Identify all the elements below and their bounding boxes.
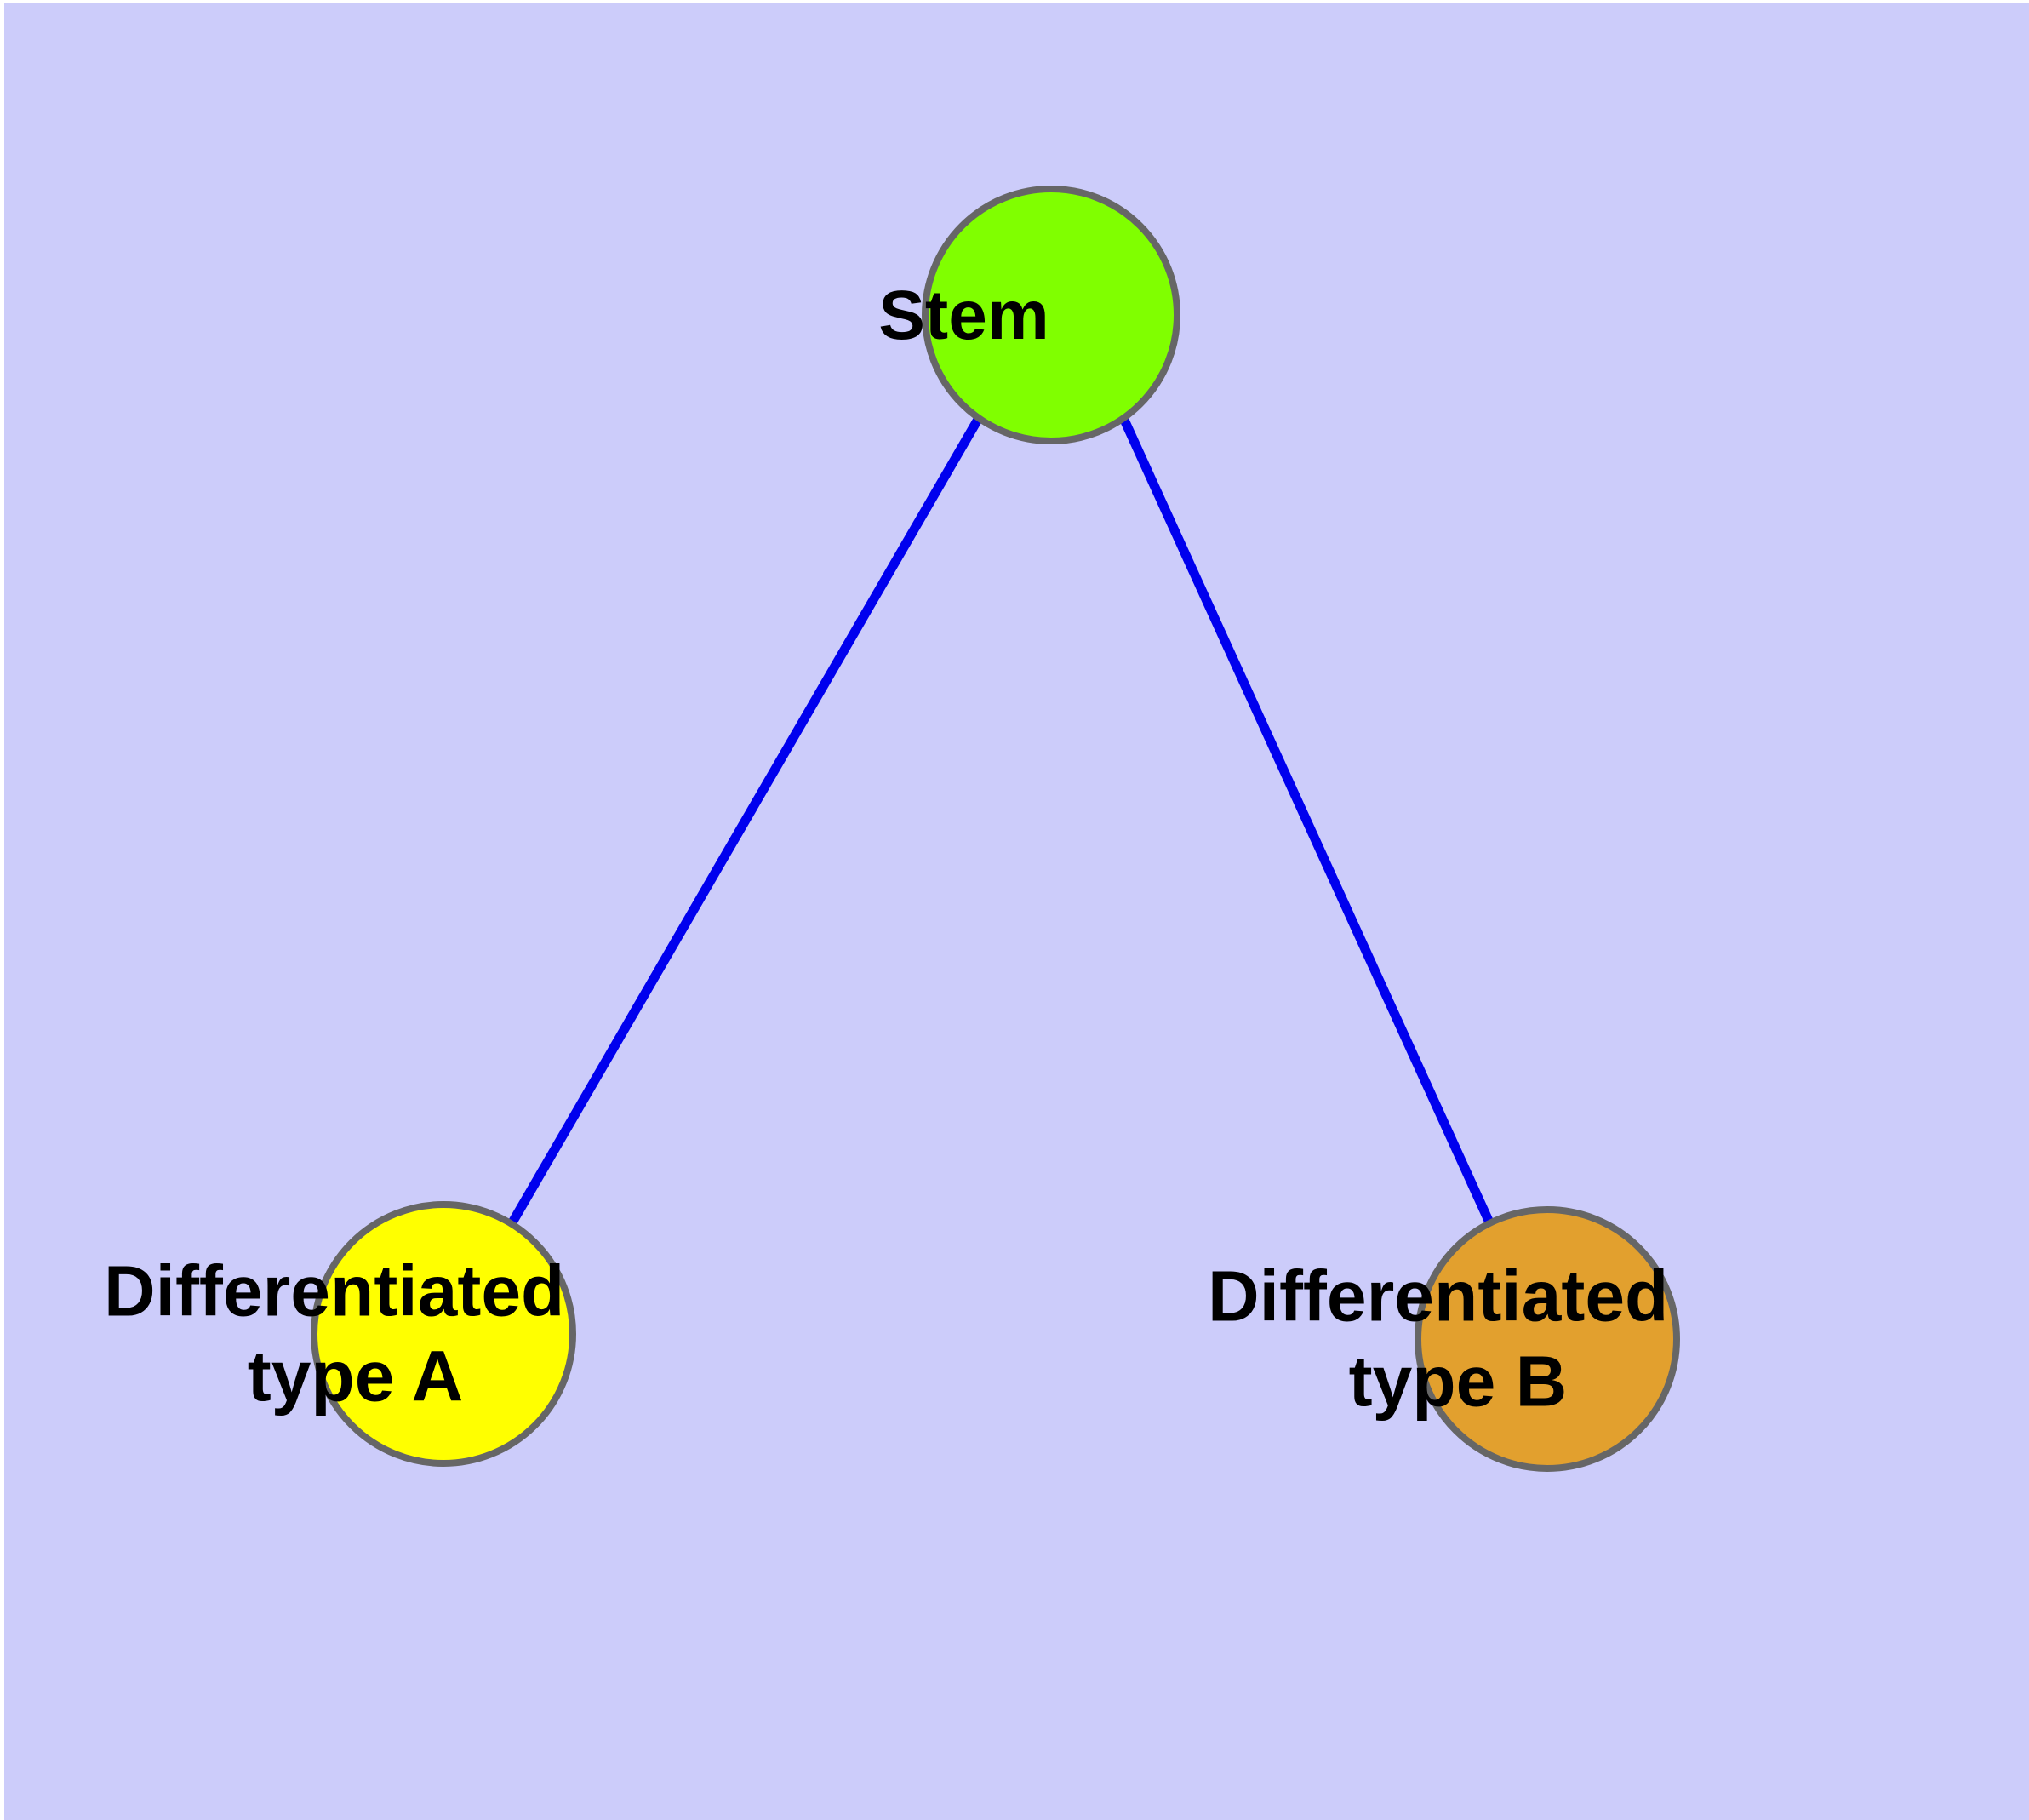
node-label-line: Stem bbox=[878, 277, 1049, 354]
node-differentiated-type-a[interactable] bbox=[311, 1201, 576, 1467]
graph-svg: Differentiated type A Differentiated typ… bbox=[4, 3, 1887, 1472]
label-layer: Differentiated type A Differentiated typ… bbox=[4, 3, 1887, 1422]
diagram-canvas: Differentiated type A Differentiated typ… bbox=[4, 3, 2029, 1820]
node-differentiated-type-b[interactable] bbox=[1415, 1206, 1680, 1472]
node-label-stem: Stem bbox=[4, 3, 1224, 354]
node-circle-differentiated-type-a[interactable] bbox=[311, 1201, 576, 1467]
node-circle-stem[interactable] bbox=[922, 186, 1180, 444]
edge-layer bbox=[508, 415, 1495, 1225]
node-label-line: Differentiated bbox=[1208, 1256, 1668, 1336]
node-label-differentiated-type-a: Differentiated type A bbox=[4, 3, 783, 1417]
node-stem[interactable] bbox=[922, 186, 1180, 444]
node-layer bbox=[311, 186, 1680, 1472]
edge-stem-to-differentiated-type-b[interactable] bbox=[1118, 415, 1495, 1225]
node-label-line: type A bbox=[248, 1336, 462, 1417]
node-label-line: Differentiated bbox=[104, 1251, 564, 1331]
node-label-differentiated-type-b: Differentiated type B bbox=[4, 3, 1887, 1422]
node-circle-differentiated-type-b[interactable] bbox=[1415, 1206, 1680, 1472]
node-label-line: type B bbox=[1349, 1342, 1568, 1422]
edge-stem-to-differentiated-type-a[interactable] bbox=[508, 415, 983, 1225]
